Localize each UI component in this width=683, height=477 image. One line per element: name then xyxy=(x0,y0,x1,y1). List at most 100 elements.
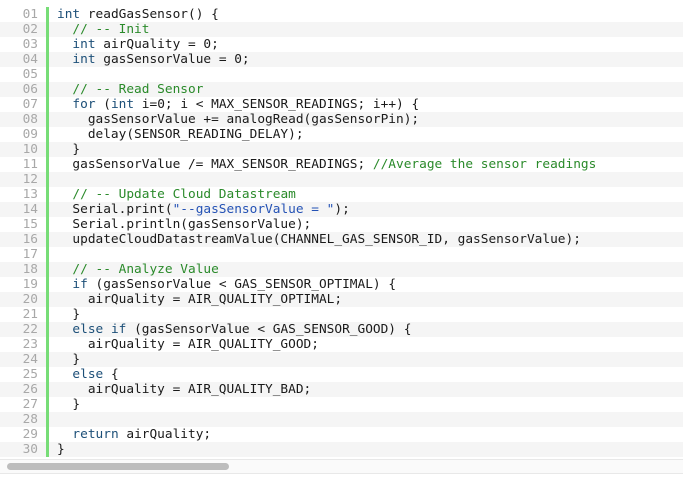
code-line: 06 // -- Read Sensor xyxy=(0,82,683,97)
gutter-change-marker xyxy=(46,142,49,157)
line-number: 07 xyxy=(22,97,38,112)
code-line: 22 else if (gasSensorValue < GAS_SENSOR_… xyxy=(0,322,683,337)
line-number: 05 xyxy=(22,67,38,82)
line-number: 21 xyxy=(22,307,38,322)
code-line: 11 gasSensorValue /= MAX_SENSOR_READINGS… xyxy=(0,157,683,172)
code-line: 14 Serial.print("--gasSensorValue = "); xyxy=(0,202,683,217)
line-number: 18 xyxy=(22,262,38,277)
line-number: 25 xyxy=(22,367,38,382)
code-token xyxy=(57,367,72,382)
code-text: // -- Update Cloud Datastream xyxy=(57,187,296,202)
keyword-token: int xyxy=(72,37,96,52)
comment-token: // -- Read Sensor xyxy=(72,82,204,97)
gutter-change-marker xyxy=(46,307,49,322)
line-number: 12 xyxy=(22,172,38,187)
gutter-change-marker xyxy=(46,427,49,442)
gutter-change-marker xyxy=(46,202,49,217)
gutter-change-marker xyxy=(46,262,49,277)
code-token xyxy=(57,322,72,337)
comment-token: //Average the sensor readings xyxy=(372,157,597,172)
code-token: airQuality = AIR_QUALITY_GOOD; xyxy=(57,337,319,352)
code-token xyxy=(57,262,72,277)
line-number: 23 xyxy=(22,337,38,352)
code-token: } xyxy=(57,352,81,367)
code-line: 04 int gasSensorValue = 0; xyxy=(0,52,683,67)
keyword-token: else xyxy=(72,367,104,382)
line-number: 09 xyxy=(22,127,38,142)
code-text: int gasSensorValue = 0; xyxy=(57,52,250,67)
keyword-token: return xyxy=(72,427,119,442)
code-token: gasSensorValue = 0; xyxy=(95,52,250,67)
code-token: } xyxy=(57,142,81,157)
line-number: 03 xyxy=(22,37,38,52)
code-token: (gasSensorValue < GAS_SENSOR_GOOD) { xyxy=(126,322,412,337)
keyword-token: int xyxy=(72,52,96,67)
code-line: 07 for (int i=0; i < MAX_SENSOR_READINGS… xyxy=(0,97,683,112)
gutter-change-marker xyxy=(46,367,49,382)
code-token xyxy=(57,187,72,202)
code-token: } xyxy=(57,397,81,412)
comment-token: // -- Init xyxy=(72,22,150,37)
gutter-change-marker xyxy=(46,127,49,142)
scrollbar-thumb[interactable] xyxy=(7,463,229,470)
code-token: (gasSensorValue < GAS_SENSOR_OPTIMAL) { xyxy=(87,277,397,292)
keyword-token: int xyxy=(57,7,81,22)
code-token xyxy=(57,427,72,442)
line-number: 22 xyxy=(22,322,38,337)
gutter-change-marker xyxy=(46,22,49,37)
code-text: airQuality = AIR_QUALITY_BAD; xyxy=(57,382,311,397)
code-token: } xyxy=(57,307,81,322)
code-token: } xyxy=(57,442,65,457)
code-text: // -- Read Sensor xyxy=(57,82,203,97)
code-text: for (int i=0; i < MAX_SENSOR_READINGS; i… xyxy=(57,97,419,112)
gutter-change-marker xyxy=(46,337,49,352)
gutter-change-marker xyxy=(46,352,49,367)
code-line: 09 delay(SENSOR_READING_DELAY); xyxy=(0,127,683,142)
code-text: } xyxy=(57,442,65,457)
gutter-change-marker xyxy=(46,97,49,112)
line-number: 02 xyxy=(22,22,38,37)
gutter-change-marker xyxy=(46,112,49,127)
code-token xyxy=(57,52,72,67)
code-line: 15 Serial.println(gasSensorValue); xyxy=(0,217,683,232)
code-text: int readGasSensor() { xyxy=(57,7,219,22)
gutter-change-marker xyxy=(46,412,49,427)
code-text: } xyxy=(57,307,80,322)
code-line: 26 airQuality = AIR_QUALITY_BAD; xyxy=(0,382,683,397)
code-text: if (gasSensorValue < GAS_SENSOR_OPTIMAL)… xyxy=(57,277,396,292)
code-token: gasSensorValue /= MAX_SENSOR_READINGS; xyxy=(57,157,373,172)
code-token: updateCloudDatastreamValue(CHANNEL_GAS_S… xyxy=(57,232,581,247)
line-number: 28 xyxy=(22,412,38,427)
code-text: delay(SENSOR_READING_DELAY); xyxy=(57,127,304,142)
keyword-token: for xyxy=(72,97,96,112)
keyword-token: else if xyxy=(72,322,127,337)
line-number: 15 xyxy=(22,217,38,232)
code-token xyxy=(57,22,72,37)
code-token xyxy=(57,97,72,112)
code-text: return airQuality; xyxy=(57,427,211,442)
line-number: 06 xyxy=(22,82,38,97)
code-line: 28 xyxy=(0,412,683,427)
code-token: gasSensorValue += analogRead(gasSensorPi… xyxy=(57,112,420,127)
gutter-change-marker xyxy=(46,82,49,97)
gutter-change-marker xyxy=(46,52,49,67)
code-line: 24 } xyxy=(0,352,683,367)
code-line: 03 int airQuality = 0; xyxy=(0,37,683,52)
code-token: airQuality; xyxy=(118,427,212,442)
gutter-change-marker xyxy=(46,292,49,307)
gutter-change-marker xyxy=(46,442,49,457)
code-token: { xyxy=(103,367,119,382)
keyword-token: if xyxy=(72,277,88,292)
code-token: airQuality = 0; xyxy=(95,37,219,52)
code-token: ( xyxy=(95,97,111,112)
comment-token: // -- Update Cloud Datastream xyxy=(72,187,296,202)
gutter-change-marker xyxy=(46,157,49,172)
code-text: } xyxy=(57,397,80,412)
horizontal-scrollbar[interactable] xyxy=(0,459,683,474)
code-text: int airQuality = 0; xyxy=(57,37,219,52)
gutter-change-marker xyxy=(46,322,49,337)
line-number: 24 xyxy=(22,352,38,367)
code-text: Serial.print("--gasSensorValue = "); xyxy=(57,202,349,217)
